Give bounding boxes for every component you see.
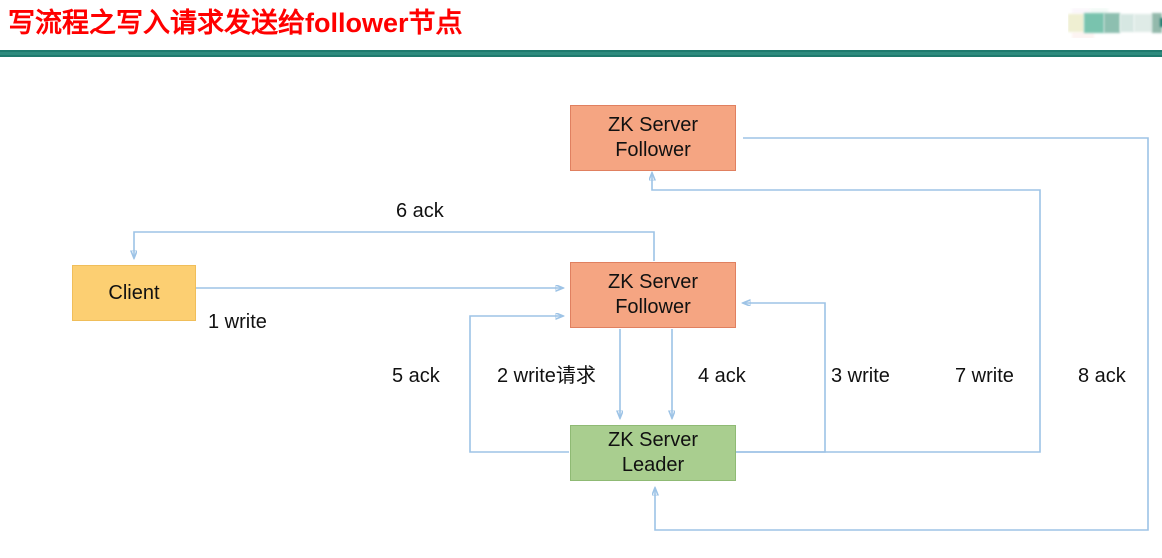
watermark-logo-icon xyxy=(1068,8,1162,38)
edge-label-4-ack: 4 ack xyxy=(698,365,746,387)
edge-label-2-write-request: 2 write请求 xyxy=(497,365,596,387)
edge-5-ack xyxy=(469,316,569,453)
edge-8-ack xyxy=(655,137,1149,531)
node-label-line1: Client xyxy=(108,281,160,304)
edge-label-7-write: 7 write xyxy=(955,365,1014,387)
edge-label-8-ack: 8 ack xyxy=(1078,365,1126,387)
edge-6-ack xyxy=(134,231,655,261)
node-label-line2: Follower xyxy=(615,296,691,318)
edge-3-write xyxy=(736,303,826,453)
edge-7-write xyxy=(652,173,1041,453)
node-label-line1: ZK Server xyxy=(607,429,699,451)
node-label-line1: ZK Server xyxy=(607,271,699,293)
header-divider-fill xyxy=(0,52,1162,55)
node-client[interactable]: Client xyxy=(72,265,196,321)
page-title: 写流程之写入请求发送给follower节点 xyxy=(8,8,463,38)
node-zk-server-follower-mid[interactable]: ZK Server Follower xyxy=(570,262,736,328)
node-label-line2: Leader xyxy=(621,454,685,476)
edge-label-6-ack: 6 ack xyxy=(396,200,444,222)
node-zk-server-follower-top[interactable]: ZK Server Follower xyxy=(570,105,736,171)
node-label-line1: ZK Server xyxy=(607,114,699,136)
edge-label-5-ack: 5 ack xyxy=(392,365,440,387)
edge-label-3-write: 3 write xyxy=(831,365,890,387)
edge-label-1-write: 1 write xyxy=(208,311,267,333)
node-label-line2: Follower xyxy=(615,139,691,161)
node-zk-server-leader[interactable]: ZK Server Leader xyxy=(570,425,736,481)
